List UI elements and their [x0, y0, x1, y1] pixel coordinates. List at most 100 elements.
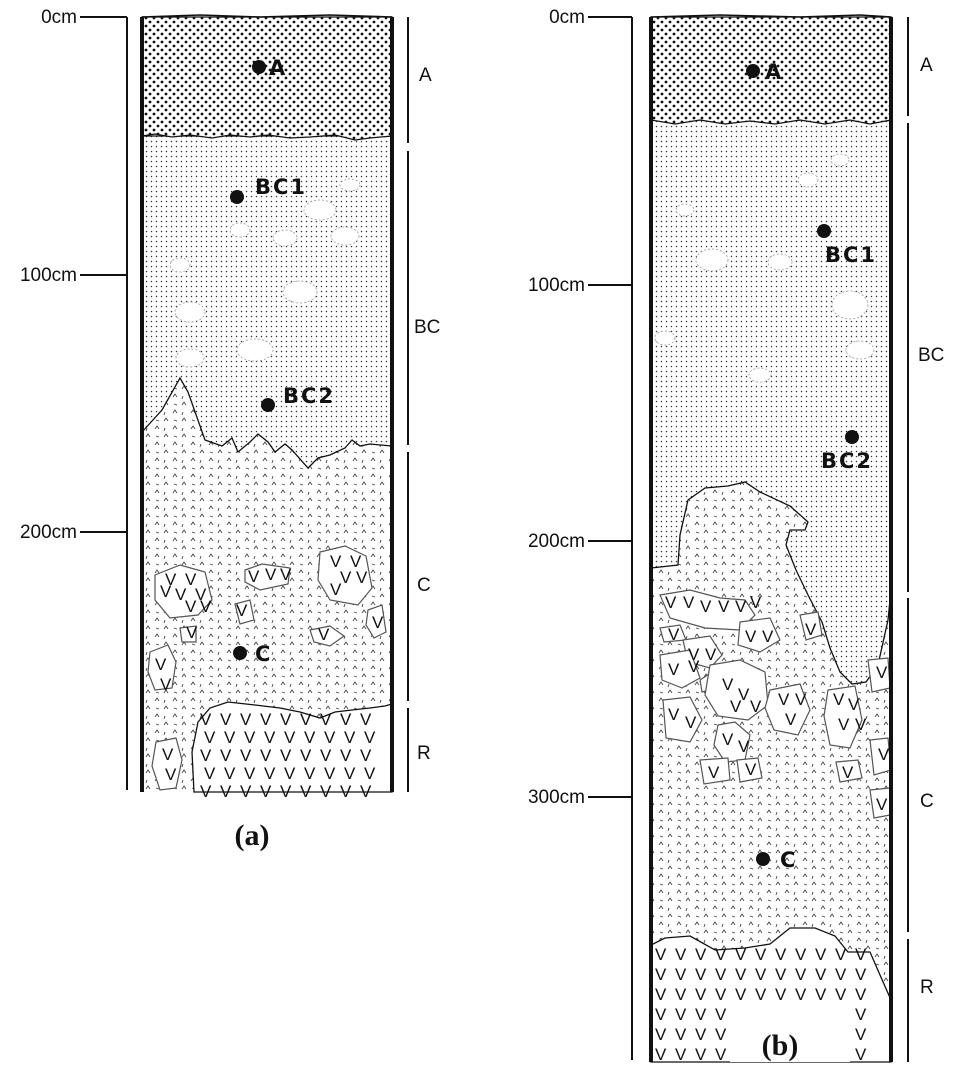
v-glyph: V: [300, 710, 312, 729]
v-glyph: V: [675, 945, 687, 964]
bc-horizon-fill-a: [141, 135, 393, 469]
v-glyph: V: [224, 728, 236, 747]
v-glyph: V: [705, 645, 717, 664]
v-glyph: V: [795, 965, 807, 984]
v-glyph: V: [280, 565, 292, 584]
v-glyph: V: [815, 965, 827, 984]
v-glyph: V: [855, 715, 867, 734]
depth-label-a-200: 200cm: [20, 522, 77, 543]
v-glyph: V: [730, 697, 742, 716]
v-glyph: V: [688, 657, 700, 676]
v-glyph: V: [675, 965, 687, 984]
horizon-label-a-R: R: [417, 743, 431, 764]
v-glyph: V: [675, 1045, 687, 1064]
v-glyph: V: [675, 1025, 687, 1044]
v-glyph: V: [762, 627, 774, 646]
v-glyph: V: [695, 1005, 707, 1024]
v-glyph: V: [855, 1045, 867, 1064]
v-glyph: V: [160, 675, 172, 694]
v-glyph: V: [248, 567, 260, 586]
v-glyph: V: [340, 568, 352, 587]
v-glyph: V: [675, 1005, 687, 1024]
v-glyph: V: [735, 597, 747, 616]
caption-b-backdrop: [730, 1000, 850, 1062]
sample-label-a-A: A: [269, 56, 287, 80]
v-glyph: V: [778, 690, 790, 709]
v-glyph: V: [668, 660, 680, 679]
sample-dot-a-A: [252, 60, 266, 74]
v-glyph: V: [330, 552, 342, 571]
v-glyph: V: [200, 746, 212, 765]
sample-label-b-BC2: BC2: [821, 449, 873, 473]
v-glyph: V: [815, 985, 827, 1004]
v-glyph: V: [855, 945, 867, 964]
v-glyph: V: [876, 795, 888, 814]
v-glyph: V: [165, 765, 177, 784]
bc-blotches-a: [169, 178, 361, 368]
bc-blotches-b: [654, 153, 875, 383]
v-glyph: V: [745, 760, 757, 779]
v-glyph: V: [708, 763, 720, 782]
v-glyph: V: [260, 710, 272, 729]
sample-dot-a-BC1: [230, 190, 244, 204]
v-glyph: V: [785, 710, 797, 729]
v-glyph: V: [195, 585, 207, 604]
v-glyph: V: [284, 764, 296, 783]
v-glyph: V: [320, 710, 332, 729]
v-glyph: V: [165, 570, 177, 589]
sample-label-b-A: A: [765, 60, 783, 84]
v-glyph: V: [300, 746, 312, 765]
v-glyph: V: [655, 1005, 667, 1024]
v-glyph: V: [750, 697, 762, 716]
v-glyph: V: [224, 764, 236, 783]
v-glyph: V: [320, 746, 332, 765]
v-glyph: V: [260, 746, 272, 765]
sample-label-b-C: C: [780, 848, 797, 872]
v-glyph: V: [185, 570, 197, 589]
v-glyph: V: [655, 945, 667, 964]
rock-fragments-b: [659, 589, 892, 819]
v-glyph: V: [745, 627, 757, 646]
sample-dot-a-BC2: [261, 398, 275, 412]
v-glyph: V: [668, 705, 680, 724]
v-glyph: V: [718, 597, 730, 616]
horizon-label-a-BC: BC: [414, 317, 440, 338]
v-glyph: V: [264, 728, 276, 747]
v-glyph: V: [200, 597, 212, 616]
v-glyph: V: [805, 620, 817, 639]
a-horizon-fill-a: [141, 16, 393, 141]
v-glyph: V: [155, 655, 167, 674]
v-glyph: V: [700, 597, 712, 616]
v-glyph: V: [220, 746, 232, 765]
v-glyph: V: [360, 710, 372, 729]
v-glyph: V: [356, 568, 368, 587]
depth-label-a-0: 0cm: [41, 7, 77, 28]
sample-dot-a-C: [233, 646, 247, 660]
profile-b: 0cm 100cm 200cm 300cm: [528, 7, 944, 1064]
caption-b: (b): [762, 1029, 799, 1062]
v-glyph: V: [360, 746, 372, 765]
v-glyph: V: [675, 985, 687, 1004]
v-glyph: V: [738, 737, 750, 756]
v-glyph: V: [240, 746, 252, 765]
caption-a: (a): [235, 819, 270, 852]
v-glyph: V: [878, 745, 890, 764]
v-glyph: V: [318, 625, 330, 644]
v-glyph: V: [324, 728, 336, 747]
v-glyph: V: [695, 1025, 707, 1044]
v-glyph: V: [330, 580, 342, 599]
v-glyph: V: [240, 782, 252, 801]
v-glyph: V: [204, 764, 216, 783]
v-glyph: V: [344, 764, 356, 783]
v-glyph: V: [855, 1005, 867, 1024]
v-glyph: V: [280, 782, 292, 801]
v-glyph: V: [835, 945, 847, 964]
v-glyph: V: [324, 764, 336, 783]
sample-label-a-C: C: [255, 642, 272, 666]
horizon-label-b-C: C: [920, 791, 934, 812]
horizon-label-b-A: A: [920, 55, 933, 76]
v-glyph: V: [755, 945, 767, 964]
v-glyph: V: [162, 745, 174, 764]
